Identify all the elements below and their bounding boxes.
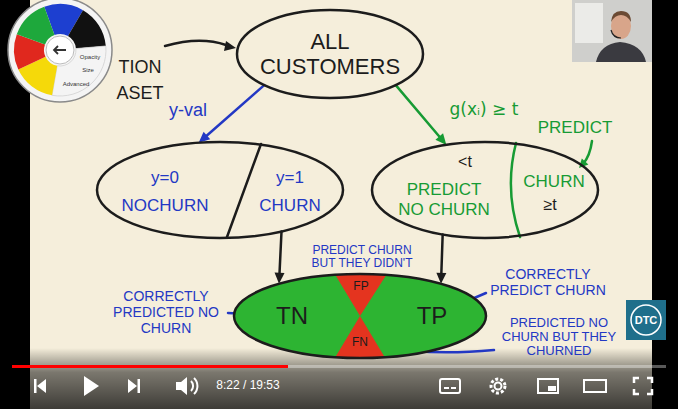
divider-line <box>227 144 261 237</box>
flow-arrow <box>275 232 285 284</box>
divider-line <box>511 143 520 237</box>
class-value: y=0 <box>151 168 179 188</box>
color-palette <box>8 0 112 102</box>
palette-option: Size <box>82 67 94 74</box>
settings-icon <box>495 383 502 390</box>
arrow-shaft <box>279 232 281 276</box>
settings-icon <box>491 379 505 393</box>
palette-swatch <box>17 7 55 45</box>
ellipse-outline <box>97 142 343 238</box>
prev-icon <box>37 379 46 393</box>
dataset-label: TION <box>119 57 162 78</box>
confusion-ellipse: FP TN TP FN <box>232 272 488 360</box>
edge-label: g(xᵢ) ≥ t <box>450 100 519 120</box>
annotation: PREDICT <box>538 118 613 138</box>
annotation: PREDICT CHURN BUT THEY DIDN'T <box>300 244 424 270</box>
prediction-name: PREDICT NO CHURN <box>396 180 492 219</box>
arrow-shaft <box>205 85 265 137</box>
prediction-ellipse: <tPREDICT NO CHURN CHURN ≥t <box>370 140 600 240</box>
threshold-condition: <t <box>458 153 472 171</box>
prediction-name: CHURN <box>523 172 584 192</box>
palette-option: Opacity <box>80 54 100 61</box>
leader-arrow <box>583 141 592 164</box>
ellipse-outline <box>237 10 423 98</box>
ellipse-outline <box>234 274 486 358</box>
back-arrow-icon <box>54 46 66 54</box>
palette-rim <box>8 0 112 102</box>
channel-logo-ring <box>631 305 661 335</box>
ellipse-outline <box>372 142 598 238</box>
channel-logo <box>626 300 666 340</box>
next-icon <box>138 379 141 393</box>
flow-arrow <box>396 85 447 145</box>
palette-center <box>46 36 74 64</box>
actual-class-ellipse-outline <box>95 140 345 240</box>
fullscreen-icon <box>634 378 652 394</box>
cell-code: FP <box>353 280 368 294</box>
population-ellipse: ALL CUSTOMERS <box>235 8 425 100</box>
progress-track <box>12 365 666 368</box>
volume-icon <box>176 377 187 395</box>
dataset-label: ASET <box>116 83 163 104</box>
webcam-window <box>575 3 603 43</box>
flow-arrow <box>436 235 446 284</box>
arrowhead <box>224 41 236 51</box>
edge-label: y-val <box>169 100 207 121</box>
miniplayer-icon <box>548 386 556 391</box>
class-name: NOCHURN <box>122 196 209 216</box>
play-icon <box>84 376 99 396</box>
volume-icon <box>191 381 193 391</box>
progress-played <box>12 365 288 368</box>
headset-mic <box>611 30 621 38</box>
arrowhead <box>435 133 446 145</box>
class-name: CHURN <box>259 196 320 216</box>
ellipse-title: ALL CUSTOMERS <box>245 29 415 80</box>
theater-icon <box>584 380 606 392</box>
presenter-body <box>596 42 646 62</box>
class-value: y=1 <box>276 168 304 188</box>
webcam-frame <box>572 0 652 62</box>
annotation: PREDICTED NO CHURN BUT THEY CHURNED <box>496 316 622 358</box>
cell-code: TN <box>276 302 308 330</box>
palette-option: Advanced <box>63 81 90 88</box>
presenter-hair <box>611 11 631 22</box>
palette-swatch <box>68 10 106 48</box>
subtitles-icon <box>451 387 456 389</box>
next-icon <box>128 379 137 393</box>
actual-class-ellipse: y=0NOCHURN y=1CHURN <box>95 140 345 240</box>
arrow-shaft <box>396 85 441 139</box>
logo-text: DTC <box>635 314 658 327</box>
volume-icon <box>194 378 197 394</box>
cell-code: TP <box>417 302 448 330</box>
annotation: CORRECTLY PREDICT CHURN <box>486 266 610 298</box>
webcam-inset <box>572 0 652 62</box>
prev-icon <box>34 379 37 393</box>
leader-arrow <box>165 41 226 46</box>
arrow-shaft <box>441 235 442 276</box>
threshold-condition: ≥t <box>543 196 556 214</box>
annotation: CORRECTLY PREDICTED NO CHURN <box>106 288 226 336</box>
miniplayer-icon <box>538 379 558 393</box>
cell-code: FN <box>352 336 368 350</box>
subtitles-icon <box>444 387 449 389</box>
whiteboard <box>30 0 652 409</box>
player-controls <box>34 376 652 396</box>
flow-arrow <box>199 85 265 143</box>
subtitles-icon <box>440 379 460 393</box>
video-time: 8:22 / 19:53 <box>216 379 279 393</box>
